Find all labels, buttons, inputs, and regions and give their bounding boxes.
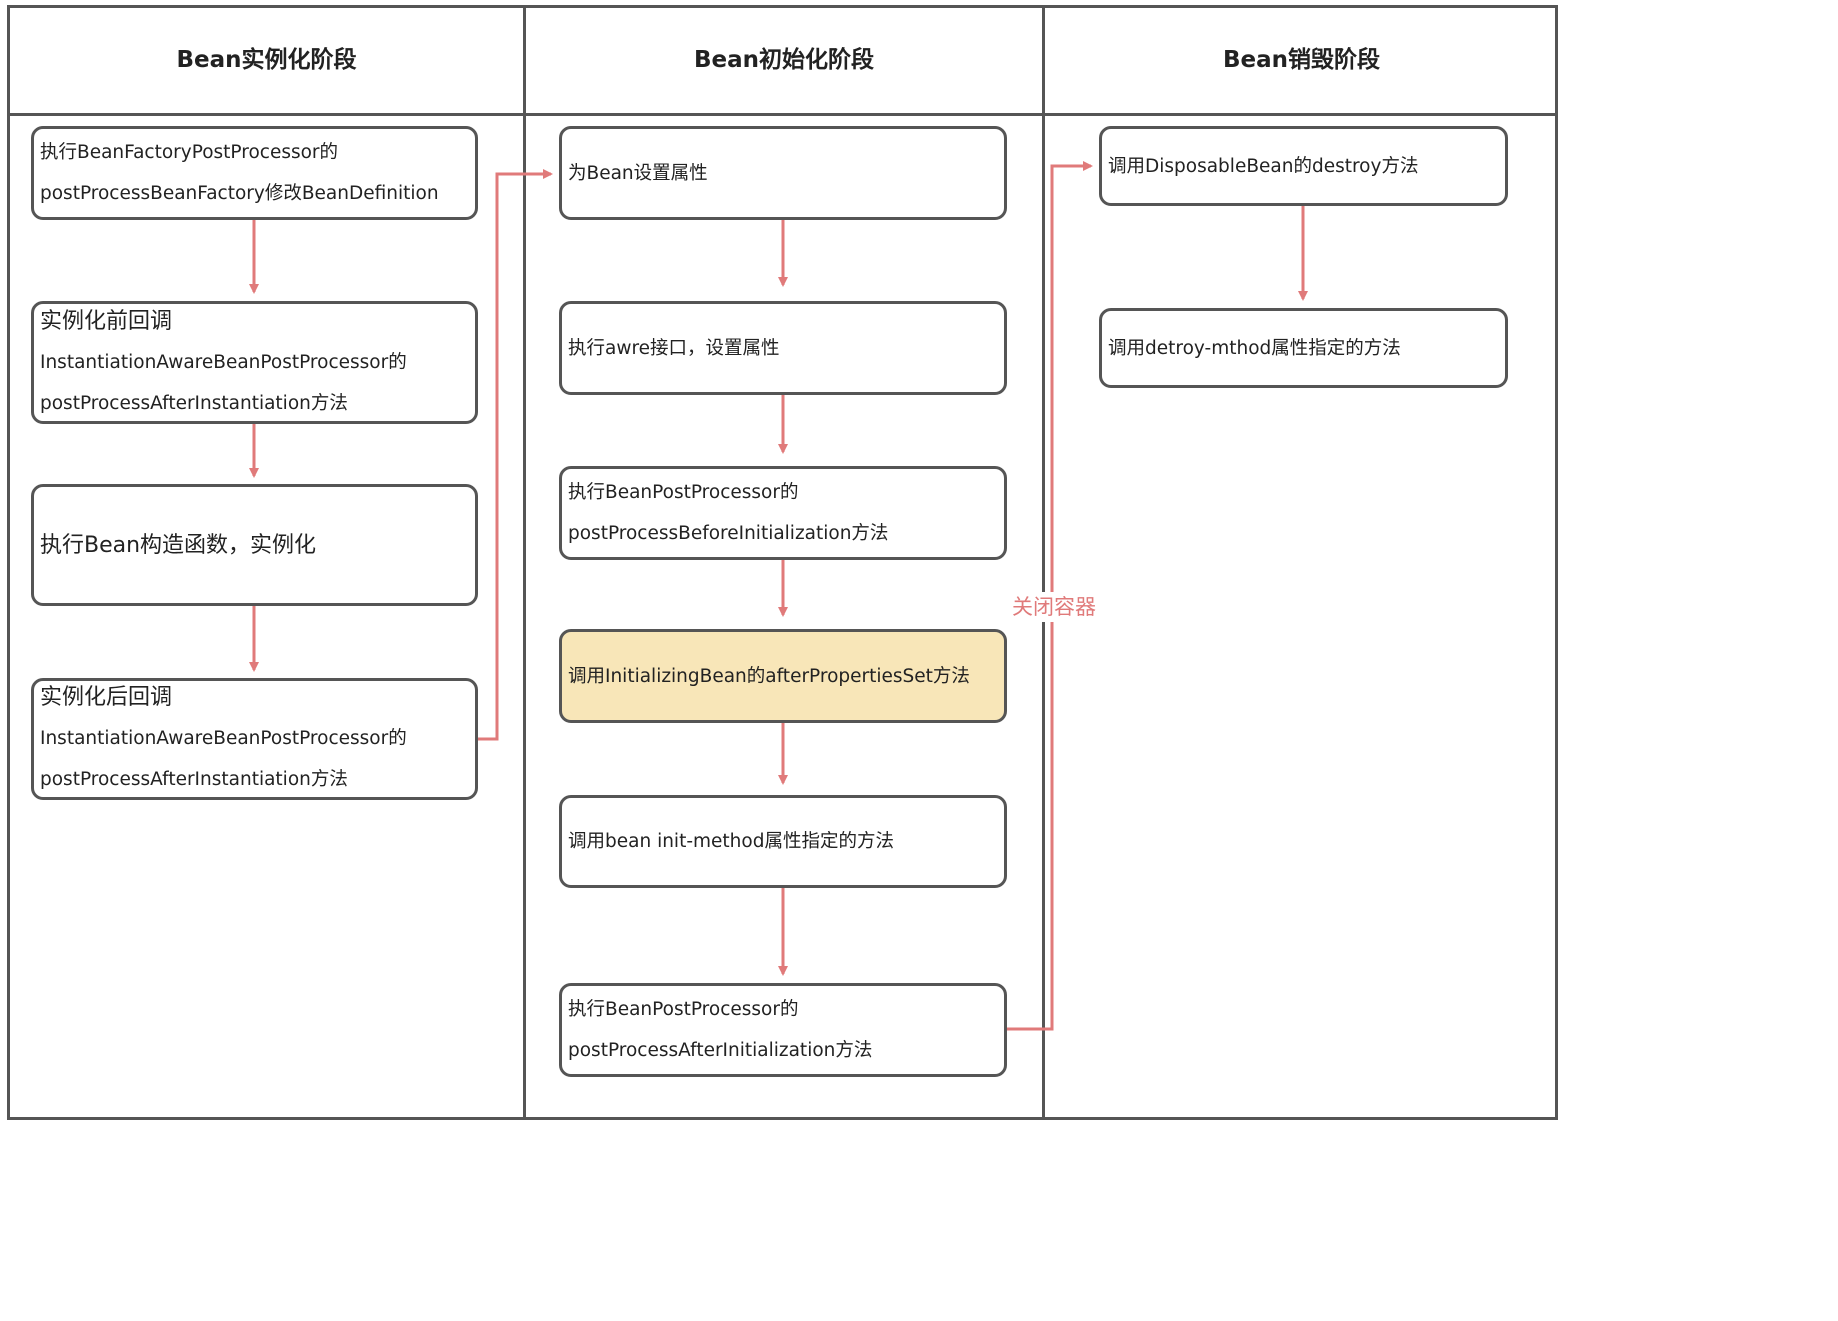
init-box-bpp-before-line2: postProcessBeforeInitialization方法 [568,523,889,544]
inst-box-after-callback-line3: postProcessAfterInstantiation方法 [40,769,348,790]
init-box-initializing-bean-line1: 调用InitializingBean的afterPropertiesSet方法 [568,665,970,687]
init-box-aware: 执行awre接口，设置属性 [559,301,1007,395]
init-box-bpp-after: 执行BeanPostProcessor的 postProcessAfterIni… [559,983,1007,1077]
init-box-init-method: 调用bean init-method属性指定的方法 [559,795,1007,888]
destroy-box-destroy-method-line1: 调用detroy-mthod属性指定的方法 [1108,337,1401,359]
init-box-initializing-bean: 调用InitializingBean的afterPropertiesSet方法 [559,629,1007,723]
inst-box-bfpp: 执行BeanFactoryPostProcessor的 postProcessB… [31,126,478,220]
init-box-bpp-before: 执行BeanPostProcessor的 postProcessBeforeIn… [559,466,1007,560]
inst-box-after-callback-line1: 实例化后回调 [40,685,173,710]
destroy-box-disposable: 调用DisposableBean的destroy方法 [1099,126,1508,206]
inst-box-before-callback-line2: InstantiationAwareBeanPostProcessor的 [40,351,407,373]
init-box-bpp-after-line1: 执行BeanPostProcessor的 [568,999,799,1020]
inst-box-before-callback-line1: 实例化前回调 [40,308,173,334]
inst-box-after-callback-line2: InstantiationAwareBeanPostProcessor的 [40,728,407,749]
init-box-bpp-after-line2: postProcessAfterInitialization方法 [568,1040,873,1061]
init-box-bpp-before-line1: 执行BeanPostProcessor的 [568,482,799,503]
inst-box-constructor: 执行Bean构造函数，实例化 [31,484,478,606]
close-container-label: 关闭容器 [1004,592,1104,622]
destroy-box-destroy-method: 调用detroy-mthod属性指定的方法 [1099,308,1508,388]
init-box-aware-line1: 执行awre接口，设置属性 [568,337,780,359]
init-box-set-properties-line1: 为Bean设置属性 [568,162,708,184]
destroy-box-disposable-line1: 调用DisposableBean的destroy方法 [1108,155,1419,177]
inst-box-bfpp-line2: postProcessBeanFactory修改BeanDefinition [40,183,439,204]
column-divider-1 [523,5,526,1120]
inst-box-constructor-line1: 执行Bean构造函数，实例化 [40,532,317,558]
diagram-frame [7,5,1558,1120]
column-divider-2 [1042,5,1045,1120]
init-box-init-method-line1: 调用bean init-method属性指定的方法 [568,831,894,852]
inst-box-before-callback: 实例化前回调 InstantiationAwareBeanPostProcess… [31,301,478,424]
column-title-instantiation: Bean实例化阶段 [176,47,357,73]
column-title-destruction: Bean销毁阶段 [1222,47,1381,73]
inst-box-bfpp-line1: 执行BeanFactoryPostProcessor的 [40,142,339,163]
header-divider [7,113,1558,116]
init-box-set-properties: 为Bean设置属性 [559,126,1007,220]
column-title-initialization: Bean初始化阶段 [693,47,875,73]
inst-box-after-callback: 实例化后回调 InstantiationAwareBeanPostProcess… [31,678,478,800]
inst-box-before-callback-line3: postProcessAfterInstantiation方法 [40,392,348,414]
